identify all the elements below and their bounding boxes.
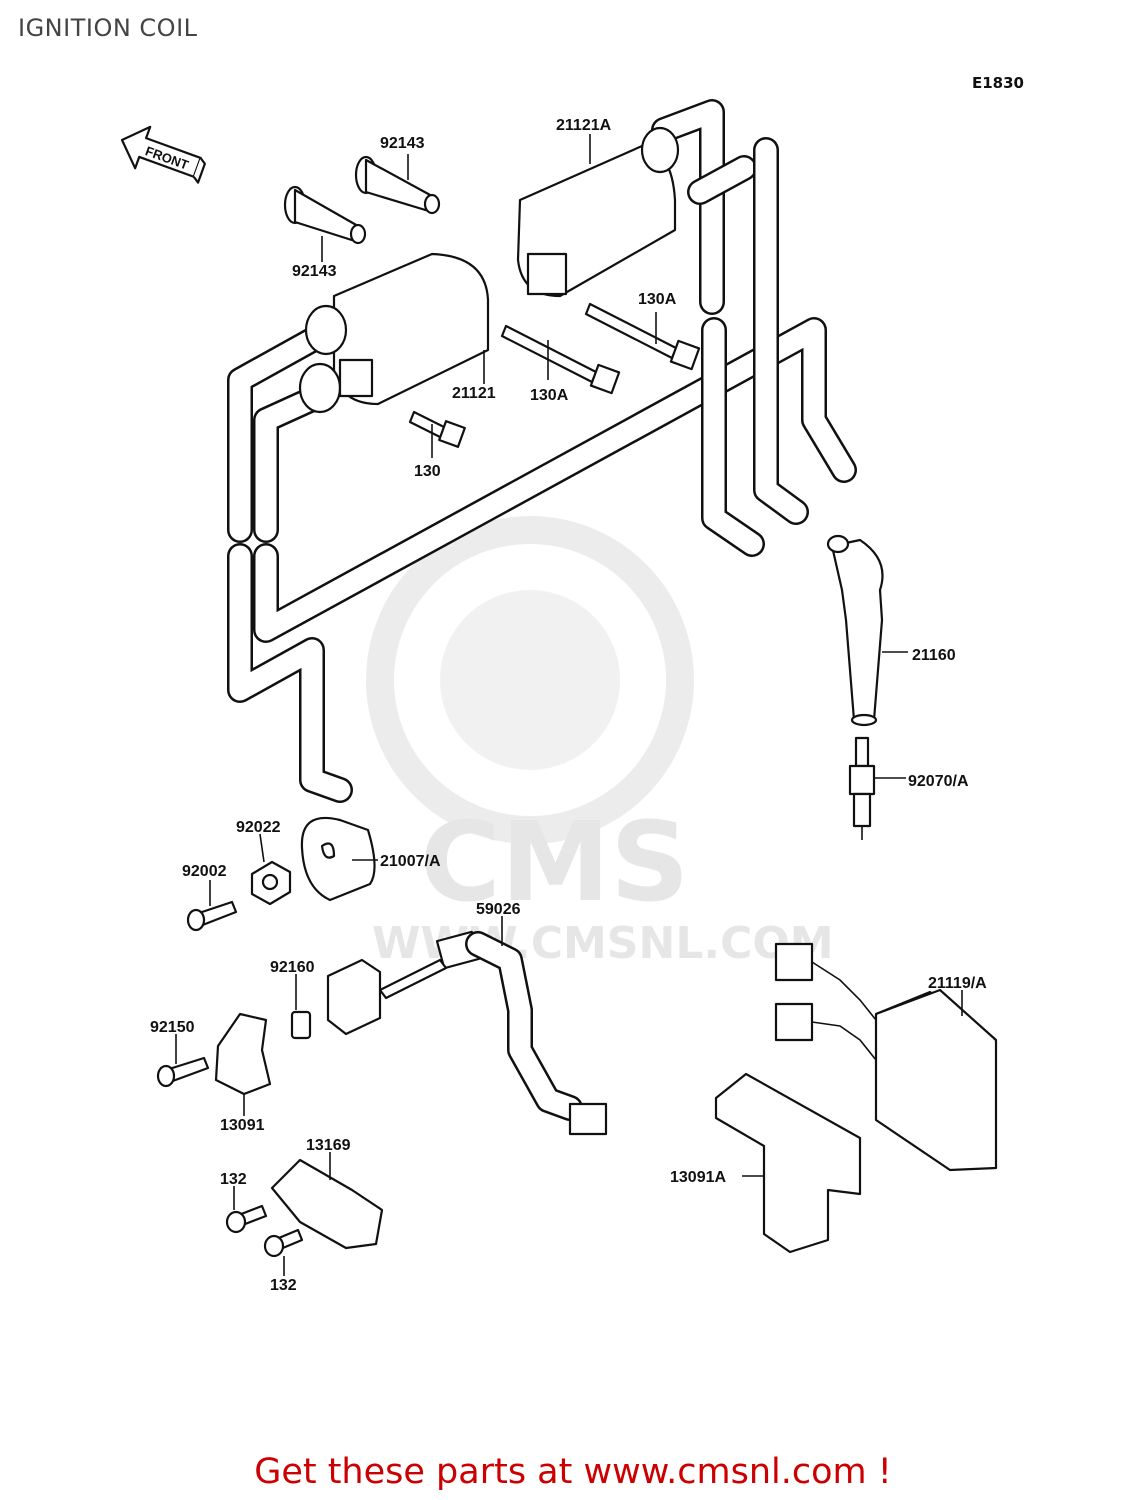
callout-92150: 92150: [150, 1019, 195, 1036]
bolt-132-top: [225, 1204, 268, 1234]
callout-13091: 13091: [220, 1117, 265, 1134]
callout-13091A: 13091A: [670, 1169, 726, 1186]
bracket-13091A: [714, 1072, 862, 1254]
wiring-harness-59026: [378, 930, 608, 1136]
bolt-130A-right: [584, 302, 701, 371]
callout-92143-top: 92143: [380, 135, 425, 152]
spark-plug-92070A: [848, 736, 876, 840]
callout-92002: 92002: [182, 863, 227, 880]
collar-92143-left: [283, 185, 367, 245]
callout-130: 130: [414, 463, 441, 480]
plug-cap-21160: [826, 534, 884, 727]
ignition-coil-21121A: [516, 126, 680, 298]
callout-labels: 92143 92143 21121A 130A 130A 21121 130 2…: [150, 117, 987, 1294]
leader-lines: [175, 134, 963, 1276]
callout-13169: 13169: [306, 1137, 351, 1154]
igniter-21119A: [774, 942, 998, 1172]
callout-92160: 92160: [270, 959, 315, 976]
callout-21160: 21160: [912, 647, 956, 664]
callout-130A-left: 130A: [530, 387, 569, 404]
collar-92143-top: [354, 155, 441, 215]
callout-21007A: 21007/A: [380, 853, 441, 870]
bracket-13169: [270, 1158, 384, 1250]
bolt-132-bottom: [263, 1228, 304, 1258]
callout-132-bottom: 132: [270, 1277, 297, 1294]
callout-92022: 92022: [236, 819, 281, 836]
ignition-coil-21121: [298, 252, 490, 414]
rotor-21007A: [300, 816, 376, 902]
callout-132-top: 132: [220, 1171, 247, 1188]
pickup-coil: [326, 958, 382, 1036]
shim-92160: [290, 1010, 312, 1040]
bracket-13091: [214, 1012, 272, 1096]
callout-130A-right: 130A: [638, 291, 677, 308]
bolt-92002: [186, 900, 238, 932]
callout-92070A: 92070/A: [908, 773, 969, 790]
diagram-code: E1830: [972, 74, 1024, 92]
footer-link[interactable]: Get these parts at www.cmsnl.com !: [254, 1452, 892, 1492]
callout-92143-left: 92143: [292, 263, 337, 280]
callout-21121: 21121: [452, 385, 496, 402]
page-title: IGNITION COIL: [18, 14, 198, 42]
watermark-brand: CMS: [420, 798, 689, 926]
bolt-130: [408, 410, 466, 448]
callout-21119A: 21119/A: [928, 975, 987, 992]
ht-leads: [227, 99, 857, 803]
front-arrow-icon: FRONT: [120, 125, 206, 184]
callout-21121A: 21121A: [556, 117, 612, 134]
nut-92022: [250, 860, 292, 906]
callout-59026: 59026: [476, 901, 521, 918]
bolt-92150: [156, 1056, 210, 1088]
watermark-logo: CMS WWW.CMSNL.COM: [366, 516, 834, 969]
bolt-130A-left: [500, 324, 621, 395]
